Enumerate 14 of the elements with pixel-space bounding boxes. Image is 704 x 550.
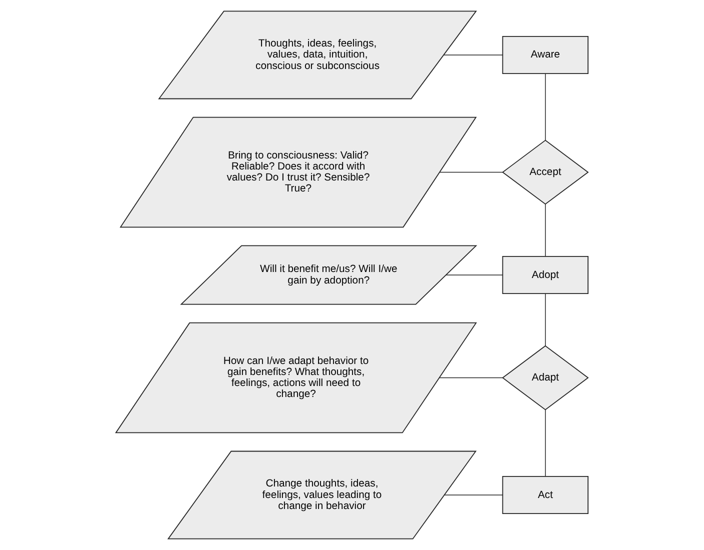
node-box: Act [502, 476, 588, 514]
connector [439, 377, 503, 378]
connector [545, 293, 546, 346]
connector [545, 73, 546, 140]
connector [545, 410, 546, 477]
connector [446, 274, 503, 276]
connector [443, 54, 504, 56]
node-diamond: Adapt [502, 345, 589, 410]
node-diamond: Accept [502, 140, 589, 205]
connector [545, 204, 546, 257]
connector [439, 172, 503, 173]
node-box: Adopt [502, 256, 588, 294]
connector [444, 494, 503, 496]
node-box: Aware [502, 36, 588, 74]
